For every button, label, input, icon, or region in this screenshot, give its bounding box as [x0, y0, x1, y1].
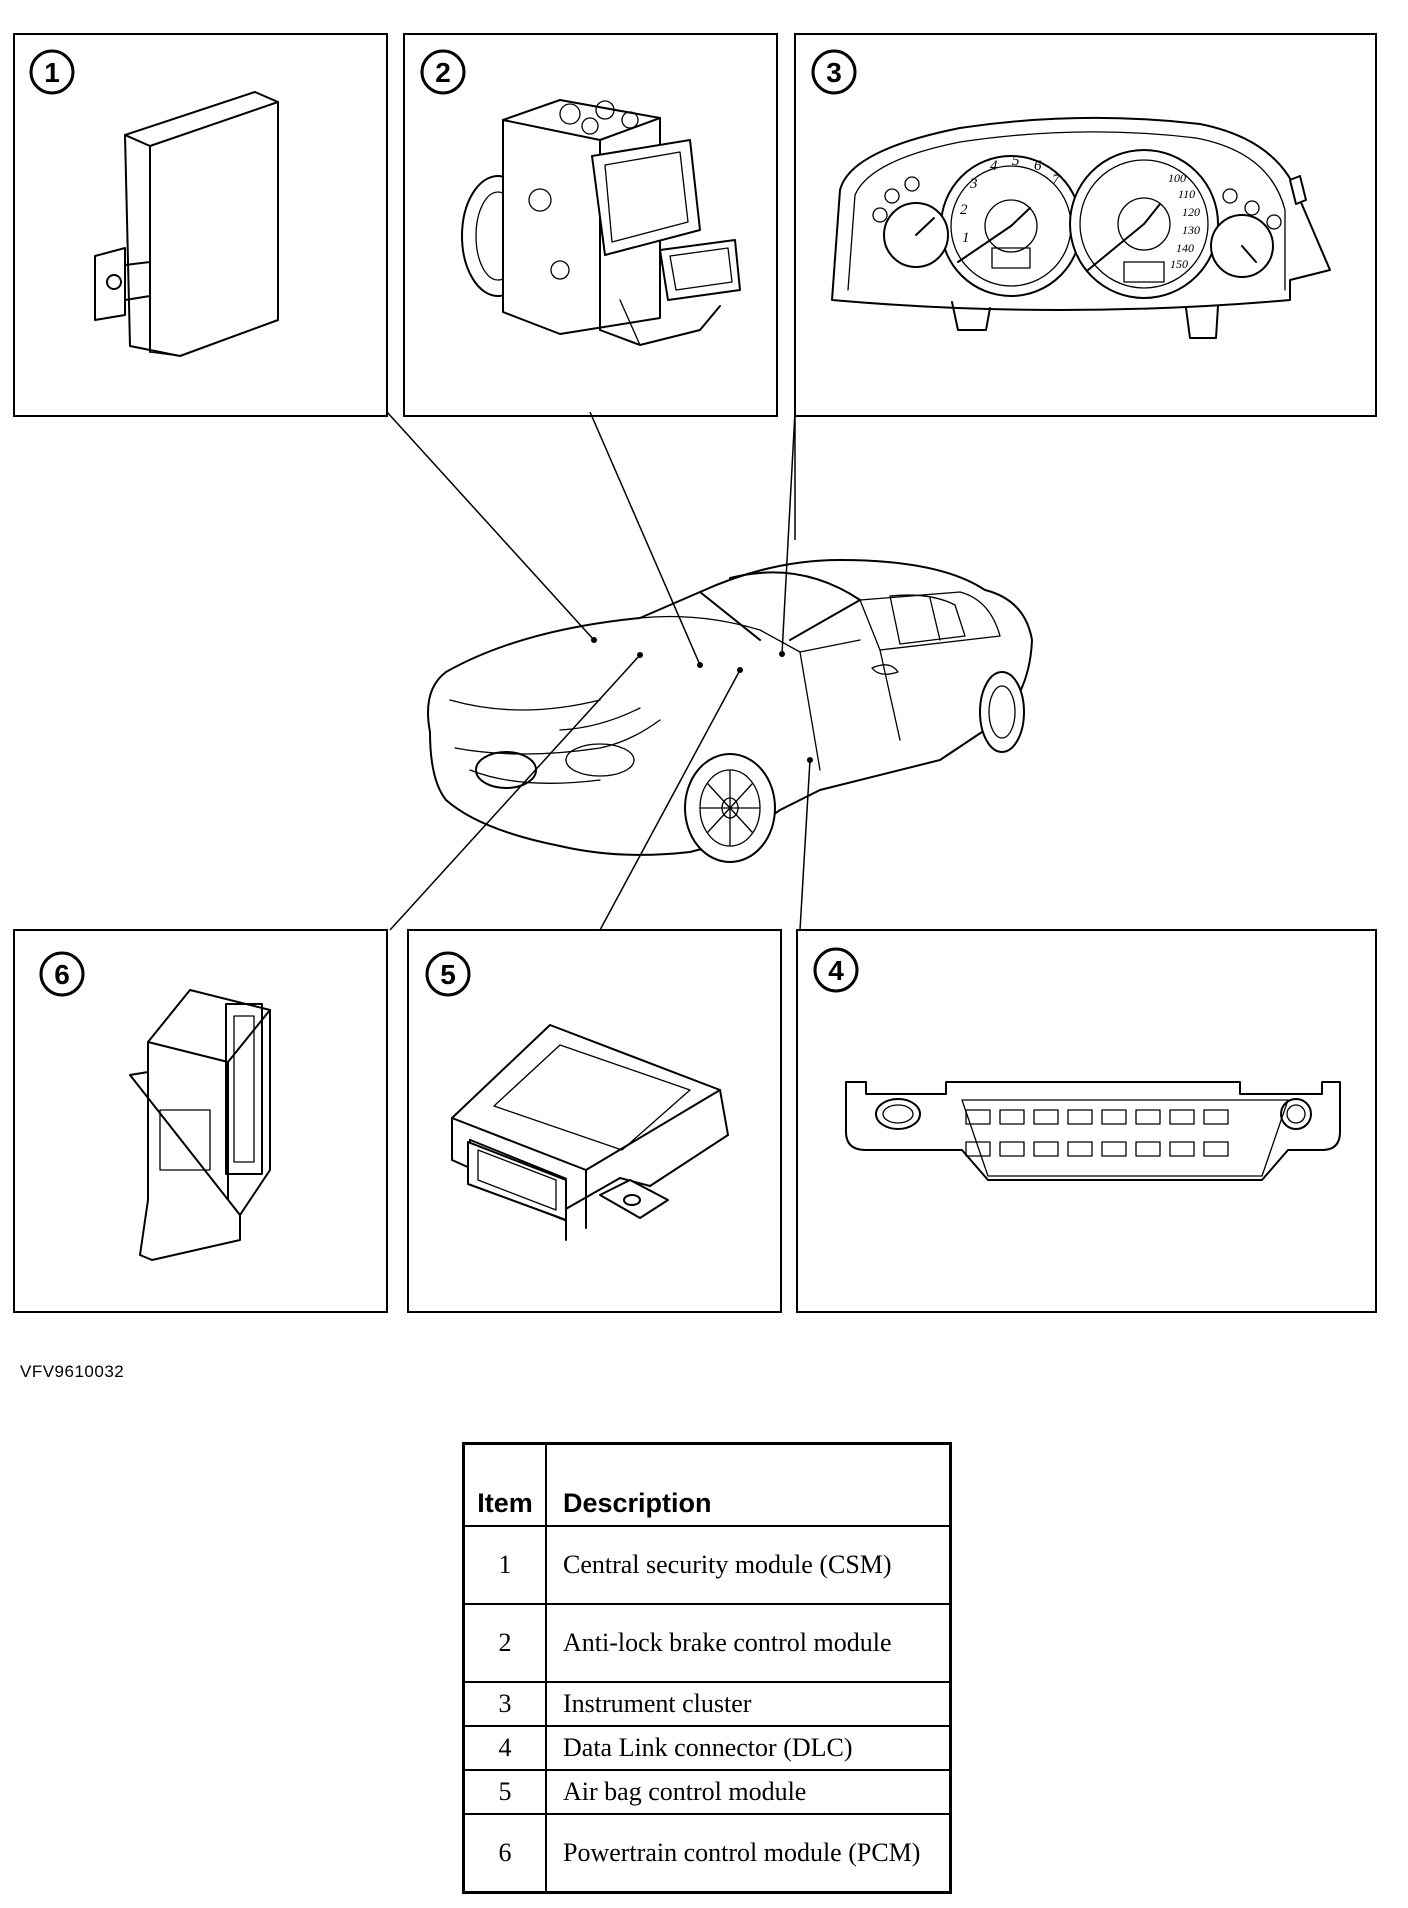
- svg-text:100: 100: [1168, 171, 1186, 185]
- svg-text:2: 2: [960, 202, 968, 218]
- tachometer-numbers: 1 2 3 4 5 6 7: [960, 153, 1061, 246]
- abs-module-illustration: [461, 99, 741, 346]
- svg-text:2: 2: [435, 57, 451, 88]
- legend-row: 4 Data Link connector (DLC): [462, 1725, 952, 1771]
- instrument-cluster-illustration: 1 2 3 4 5 6 7 100 110 120 130 140 150: [831, 116, 1331, 339]
- dlc-connector-illustration: [845, 1081, 1341, 1181]
- vehicle-illustration: [427, 559, 1033, 863]
- svg-text:1: 1: [44, 57, 60, 88]
- leader-lines: [386, 411, 811, 931]
- legend-row: 5 Air bag control module: [462, 1769, 952, 1815]
- legend-item-number: 5: [462, 1769, 547, 1815]
- svg-text:1: 1: [962, 230, 970, 246]
- dlc-pins: [965, 1109, 1229, 1157]
- svg-text:6: 6: [1034, 158, 1042, 174]
- legend-row: 1 Central security module (CSM): [462, 1525, 952, 1605]
- panel-3-instrument-cluster: 3 1 2 3 4 5 6 7: [794, 33, 1377, 417]
- legend-header-row: Item Description: [462, 1442, 952, 1527]
- panel-5-airbag: 5: [407, 929, 782, 1313]
- panel-1-csm: 1: [13, 33, 388, 417]
- legend-item-number: 4: [462, 1725, 547, 1771]
- legend-description: Central security module (CSM): [545, 1525, 952, 1605]
- svg-text:3: 3: [969, 176, 978, 192]
- svg-text:140: 140: [1176, 241, 1194, 255]
- legend-table: Item Description 1 Central security modu…: [462, 1442, 952, 1894]
- legend-row: 6 Powertrain control module (PCM): [462, 1813, 952, 1894]
- callout-5: 5: [425, 951, 471, 997]
- callout-4: 4: [813, 947, 859, 993]
- callout-1: 1: [29, 49, 75, 95]
- legend-description: Data Link connector (DLC): [545, 1725, 952, 1771]
- legend-description: Instrument cluster: [545, 1681, 952, 1727]
- callout-3: 3: [811, 49, 857, 95]
- legend-description: Air bag control module: [545, 1769, 952, 1815]
- legend-row: 3 Instrument cluster: [462, 1681, 952, 1727]
- legend-header-item: Item: [462, 1442, 547, 1527]
- pcm-module-illustration: [129, 989, 271, 1261]
- legend-row: 2 Anti-lock brake control module: [462, 1603, 952, 1683]
- legend-description: Powertrain control module (PCM): [545, 1813, 952, 1894]
- component-location-diagram: 1 2: [13, 33, 1377, 1313]
- legend-description: Anti-lock brake control module: [545, 1603, 952, 1683]
- panel-2-abs: 2: [403, 33, 778, 417]
- airbag-module-illustration: [451, 1024, 729, 1241]
- svg-text:4: 4: [828, 955, 844, 986]
- figure-code: VFV9610032: [20, 1362, 125, 1381]
- callout-6: 6: [39, 951, 85, 997]
- svg-text:110: 110: [1178, 187, 1195, 201]
- svg-text:4: 4: [990, 158, 998, 174]
- svg-text:130: 130: [1182, 223, 1200, 237]
- svg-text:5: 5: [440, 959, 456, 990]
- svg-text:5: 5: [1012, 153, 1020, 169]
- callout-2: 2: [420, 49, 466, 95]
- legend-header-description: Description: [545, 1442, 952, 1527]
- svg-text:6: 6: [54, 959, 70, 990]
- csm-module-illustration: [94, 91, 279, 357]
- svg-text:3: 3: [826, 57, 842, 88]
- svg-text:120: 120: [1182, 205, 1200, 219]
- svg-text:150: 150: [1170, 257, 1188, 271]
- speedometer-numbers: 100 110 120 130 140 150: [1168, 171, 1200, 271]
- legend-item-number: 1: [462, 1525, 547, 1605]
- legend-item-number: 3: [462, 1681, 547, 1727]
- legend-item-number: 6: [462, 1813, 547, 1894]
- panel-4-dlc: 4: [796, 929, 1377, 1313]
- panel-6-pcm: 6: [13, 929, 388, 1313]
- legend-item-number: 2: [462, 1603, 547, 1683]
- svg-text:7: 7: [1052, 172, 1061, 188]
